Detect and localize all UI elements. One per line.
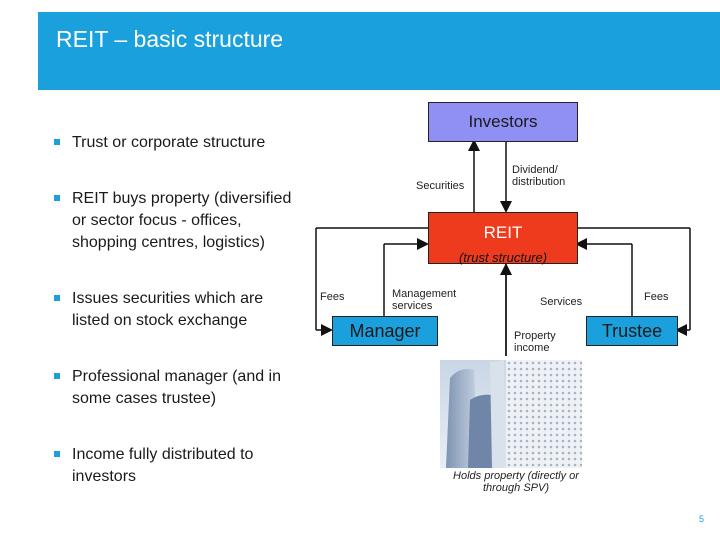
- title-bar: REIT – basic structure: [38, 12, 720, 90]
- property-photo: [440, 360, 582, 468]
- bullet-text: Income fully distributed to investors: [72, 446, 254, 485]
- reit-label: REIT: [483, 223, 523, 242]
- bullet-text: Trust or corporate structure: [72, 134, 266, 151]
- slide-title: REIT – basic structure: [56, 26, 284, 52]
- management-services-label: Management services: [392, 288, 457, 312]
- services-label: Services: [540, 296, 583, 308]
- bullet-item: Issues securities which are listed on st…: [52, 288, 292, 332]
- bullet-square-icon: [54, 139, 60, 145]
- bullet-square-icon: [54, 195, 60, 201]
- property-income-label: Property income: [514, 330, 556, 354]
- bullet-text: REIT buys property (diversified or secto…: [72, 190, 292, 251]
- bullet-item: Professional manager (and in some cases …: [52, 366, 292, 410]
- investors-box: Investors: [428, 102, 578, 142]
- bullet-text: Issues securities which are listed on st…: [72, 290, 264, 329]
- fees-left-label: Fees: [320, 291, 345, 303]
- trustee-label: Trustee: [601, 320, 663, 341]
- investors-label: Investors: [468, 112, 538, 131]
- bullet-square-icon: [54, 373, 60, 379]
- bullet-text: Professional manager (and in some cases …: [72, 368, 282, 407]
- reit-box: REIT: [428, 212, 578, 264]
- page-number: 5: [698, 514, 704, 524]
- bullet-item: REIT buys property (diversified or secto…: [52, 188, 292, 254]
- reit-subtitle: (trust structure): [458, 250, 548, 265]
- securities-label: Securities: [416, 180, 465, 192]
- trustee-box: Trustee: [586, 316, 678, 346]
- manager-box: Manager: [332, 316, 438, 346]
- bullet-square-icon: [54, 451, 60, 457]
- bullet-item: Income fully distributed to investors: [52, 444, 292, 488]
- dividend-label: Dividend/ distribution: [512, 164, 566, 188]
- bullet-square-icon: [54, 295, 60, 301]
- fees-right-label: Fees: [644, 291, 669, 303]
- holds-property-label: Holds property (directly or through SPV): [453, 470, 579, 494]
- bullet-item: Trust or corporate structure: [52, 132, 292, 154]
- manager-label: Manager: [349, 320, 421, 341]
